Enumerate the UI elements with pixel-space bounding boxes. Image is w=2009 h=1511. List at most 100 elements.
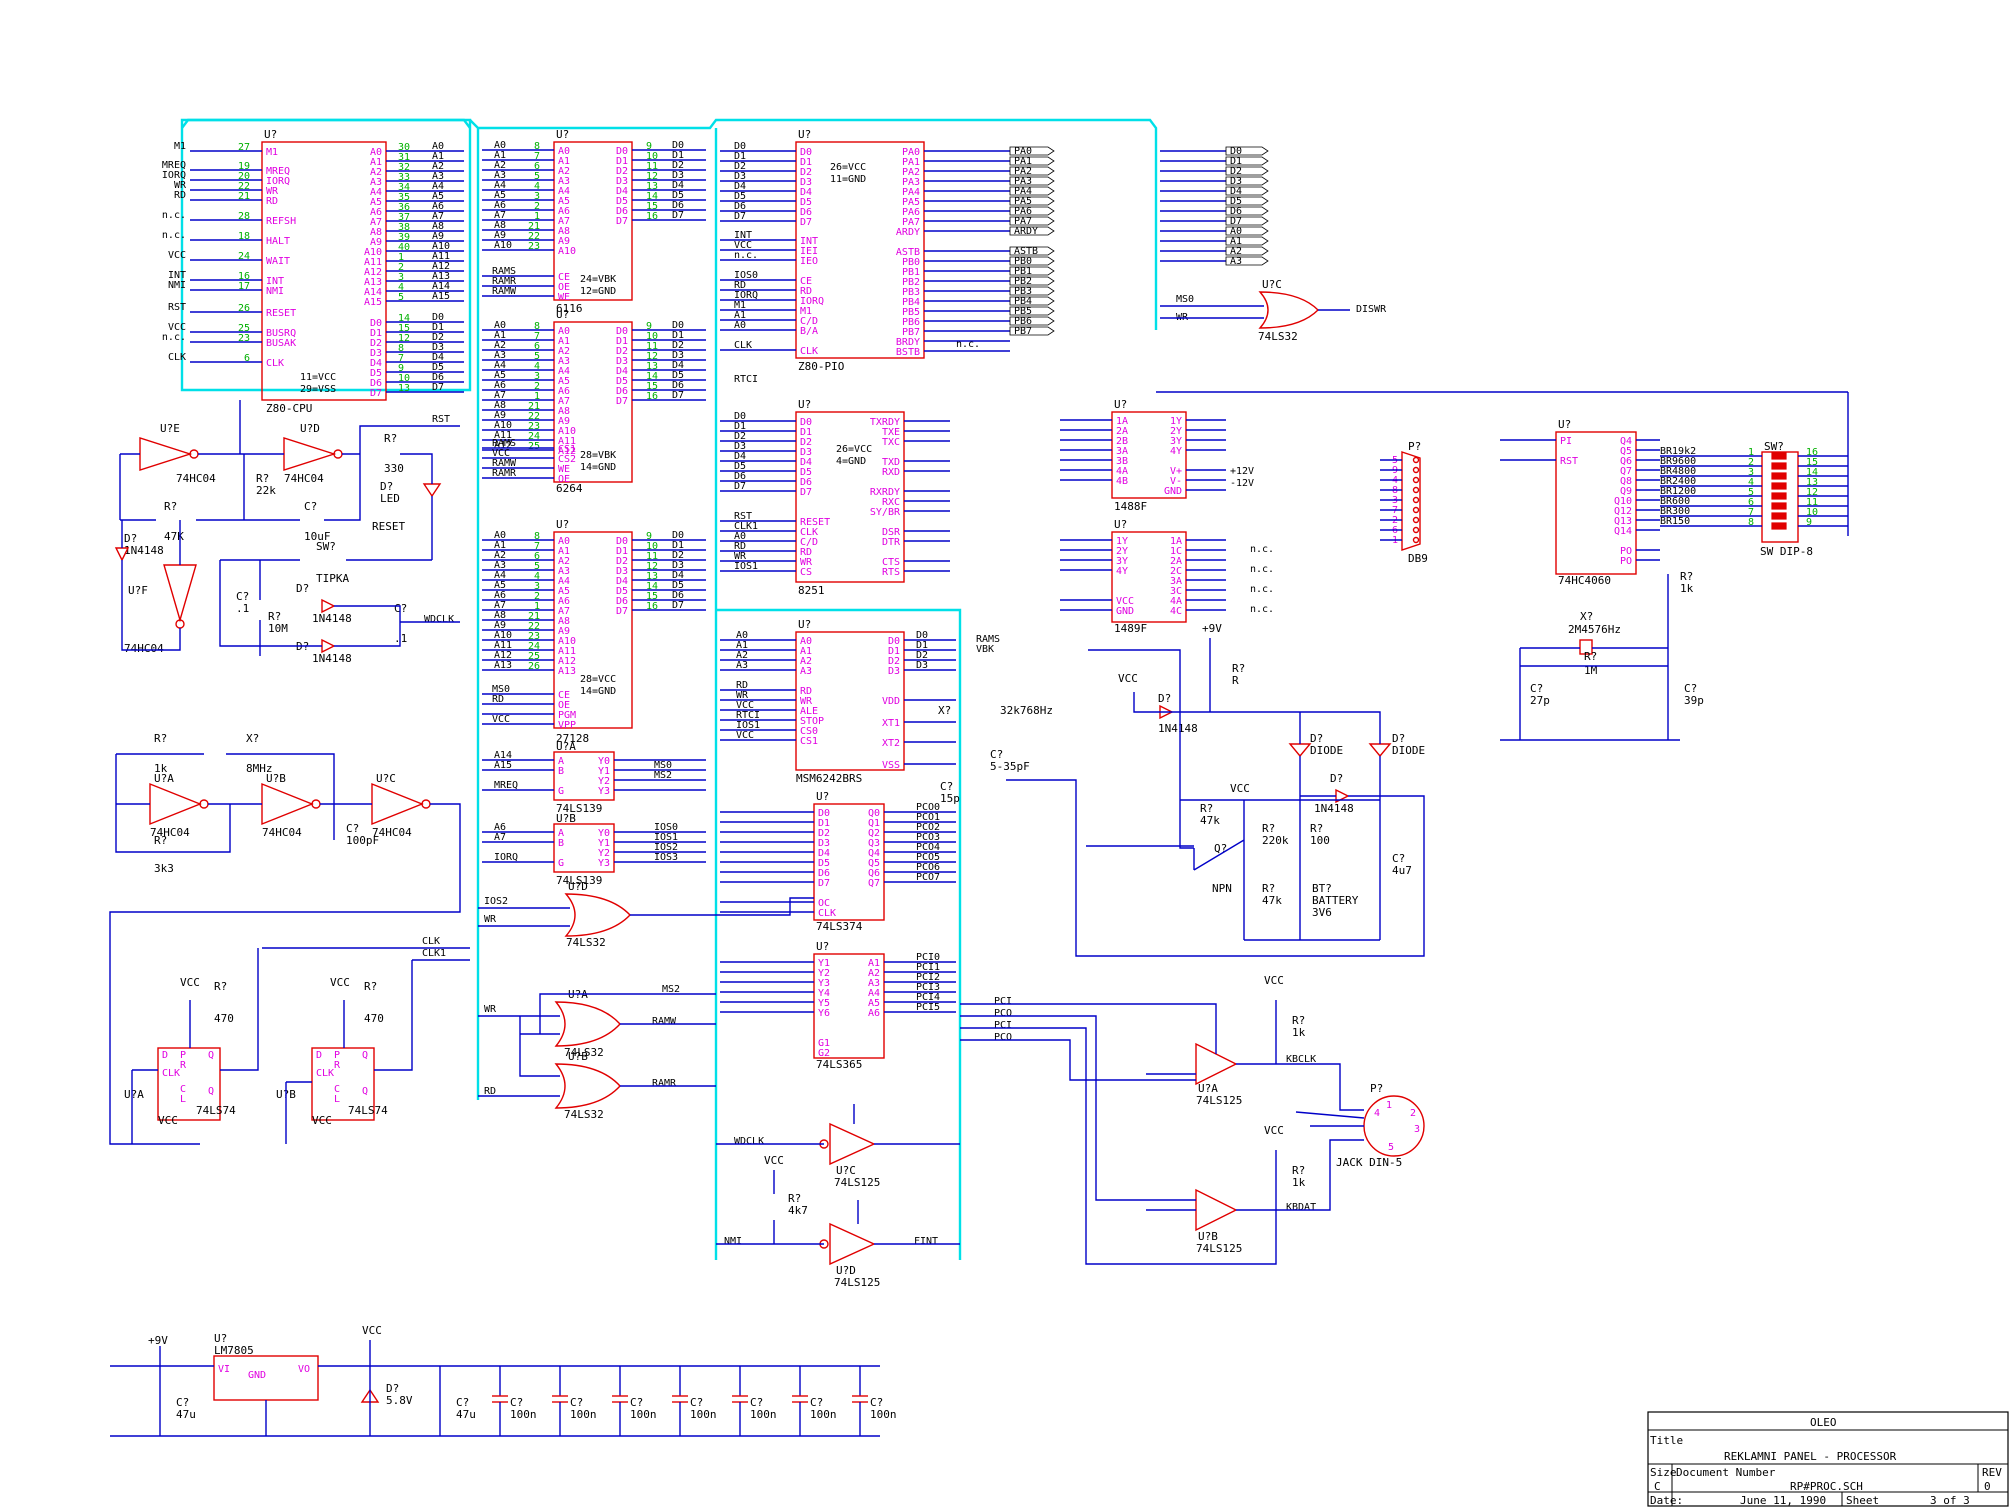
cpu-net-9: NMI (168, 280, 186, 291)
baud-rate-5: BR600 (1660, 496, 1690, 507)
cpu-addr-pin-9: A9 (370, 237, 382, 248)
cpu-addr-net-15: A15 (432, 291, 450, 302)
latch-out-5: Q5 (868, 858, 880, 869)
cpu-addr-net-5: A5 (432, 191, 444, 202)
usart-rtci: RTCI (734, 374, 758, 385)
rtc-r-5: XT1 (882, 718, 900, 729)
latch-in-4: D4 (818, 848, 830, 859)
svg-text:R: R (1232, 674, 1239, 687)
drv-rail-p: +12V (1230, 466, 1254, 477)
pio-rn-3: PA3 (1014, 176, 1032, 187)
db9-contact-0 (1412, 456, 1420, 464)
svg-text:26=VCC: 26=VCC (836, 444, 872, 455)
r27128-dnum-1: 10 (646, 541, 658, 552)
reset-circuit: U?E U?D U?F 74HC04 74HC04 74HC04 R? 22k … (114, 400, 460, 665)
bus-lines (180, 118, 1158, 1260)
latch-out-6: Q6 (868, 868, 880, 879)
r6264-dnum-3: 12 (646, 351, 658, 362)
svg-text:D?: D? (1330, 772, 1343, 785)
r27128-dn-7: D7 (672, 600, 684, 611)
r27128-an-4: A4 (494, 570, 506, 581)
usart-l-3: D3 (800, 447, 812, 458)
bus-out-n-6: D6 (1230, 206, 1242, 217)
dec1-pin-1: B (558, 838, 564, 849)
rcv-l-0: 1Y (1116, 536, 1128, 547)
drv-l-3: 3A (1116, 446, 1128, 457)
pio-port-16 (1009, 316, 1055, 326)
pio-r-5: PA5 (902, 197, 920, 208)
address-decoders: U?A 74LS139 U?B 74LS139 A14AA15BMREQGY0Y… (482, 740, 706, 887)
r6264-d-2: D2 (616, 346, 628, 357)
latch-on-1: PCO1 (916, 812, 940, 823)
pio-r-13: PB3 (902, 287, 920, 298)
buf-out-2: A3 (868, 978, 880, 989)
sw-left-4: 5 (1748, 487, 1754, 498)
svg-text:47u: 47u (176, 1408, 196, 1421)
r6116-d-0: D0 (616, 146, 628, 157)
sw-right-4: 12 (1806, 487, 1818, 498)
sw-left-6: 7 (1748, 507, 1754, 518)
rtc-l-0: A0 (800, 636, 812, 647)
cpu-addr-net-10: A10 (432, 241, 450, 252)
pio-ln-4: D4 (734, 181, 746, 192)
cpu-addr-net-8: A8 (432, 221, 444, 232)
usart-8251: U? 8251 26=VCC 4=GND D0D0D1D1D2D2D3D3D4D… (720, 374, 950, 597)
svg-text:3V6: 3V6 (1312, 906, 1332, 919)
baud-r-5: Q9 (1620, 486, 1632, 497)
r6116-an-10: A10 (494, 240, 512, 251)
latch-in-9: CLK (818, 908, 836, 919)
cpu-addr-pin-7: A7 (370, 217, 382, 228)
latch-in-7: D7 (818, 878, 830, 889)
cpu-pinnum-27: 27 (238, 142, 250, 153)
svg-text:U?A: U?A (154, 772, 174, 785)
buffer-74ls365: U? 74LS365 Y1Y2Y3Y4Y5Y6G1G2A1PCI0A2PCI1A… (720, 940, 956, 1071)
cpu-data-num-7: 13 (398, 383, 410, 394)
r6264-an-12: A12 (494, 440, 512, 451)
rtc-l-6: ALE (800, 706, 818, 717)
r27128-an-12: A12 (494, 650, 512, 661)
svg-text:U?B: U?B (266, 772, 286, 785)
svg-text:74LS32: 74LS32 (564, 1108, 604, 1121)
r27128-d-4: D4 (616, 576, 628, 587)
cpu-addr-net-9: A9 (432, 231, 444, 242)
cpu-addr-num-11: 1 (398, 252, 404, 263)
bus-out-n-8: A0 (1230, 226, 1242, 237)
svg-text:MSM6242BRS: MSM6242BRS (796, 772, 862, 785)
r6116-dn-7: D7 (672, 210, 684, 221)
r27128-c-3: VPP (558, 720, 576, 731)
rcv-l-4: VCC (1116, 596, 1134, 607)
r6264-d-3: D3 (616, 356, 628, 367)
r6116-an-1: A1 (494, 150, 506, 161)
svg-text:74HC04: 74HC04 (176, 472, 216, 485)
rtc-ln-4: RD (736, 680, 748, 691)
svg-text:C?: C? (456, 1396, 469, 1409)
db9-contact-8 (1412, 536, 1420, 544)
svg-text:X?: X? (246, 732, 259, 745)
usart-l-9: CLK (800, 527, 818, 538)
svg-text:12=GND: 12=GND (580, 286, 616, 297)
svg-text:74HC04: 74HC04 (150, 826, 190, 839)
buf-out-0: A1 (868, 958, 880, 969)
sw-lever-7 (1771, 522, 1787, 530)
cpu-addr-num-9: 39 (398, 232, 410, 243)
r6264-cn-0: RAMS (492, 438, 516, 449)
sw-lever-5 (1771, 502, 1787, 510)
usart-ln-4: D4 (734, 451, 746, 462)
svg-text:47k: 47k (1200, 814, 1220, 827)
pio-l-0: D0 (800, 147, 812, 158)
cpu-name: Z80-CPU (266, 402, 312, 415)
r27128-a-2: A2 (558, 556, 570, 567)
cpu-pinnum-26: 26 (238, 303, 250, 314)
baud-rate-3: BR2400 (1660, 476, 1696, 487)
r6264-an-3: A3 (494, 350, 506, 361)
r27128-dn-1: D1 (672, 540, 684, 551)
r6264-dnum-6: 15 (646, 381, 658, 392)
drv-r-4: V+ (1170, 466, 1182, 477)
baud-l-0: PI (1560, 436, 1572, 447)
usart-ln-3: D3 (734, 441, 746, 452)
cpu-pinnum-23: 23 (238, 333, 250, 344)
svg-text:VCC: VCC (1118, 672, 1138, 685)
pio-port-1 (1009, 156, 1055, 166)
